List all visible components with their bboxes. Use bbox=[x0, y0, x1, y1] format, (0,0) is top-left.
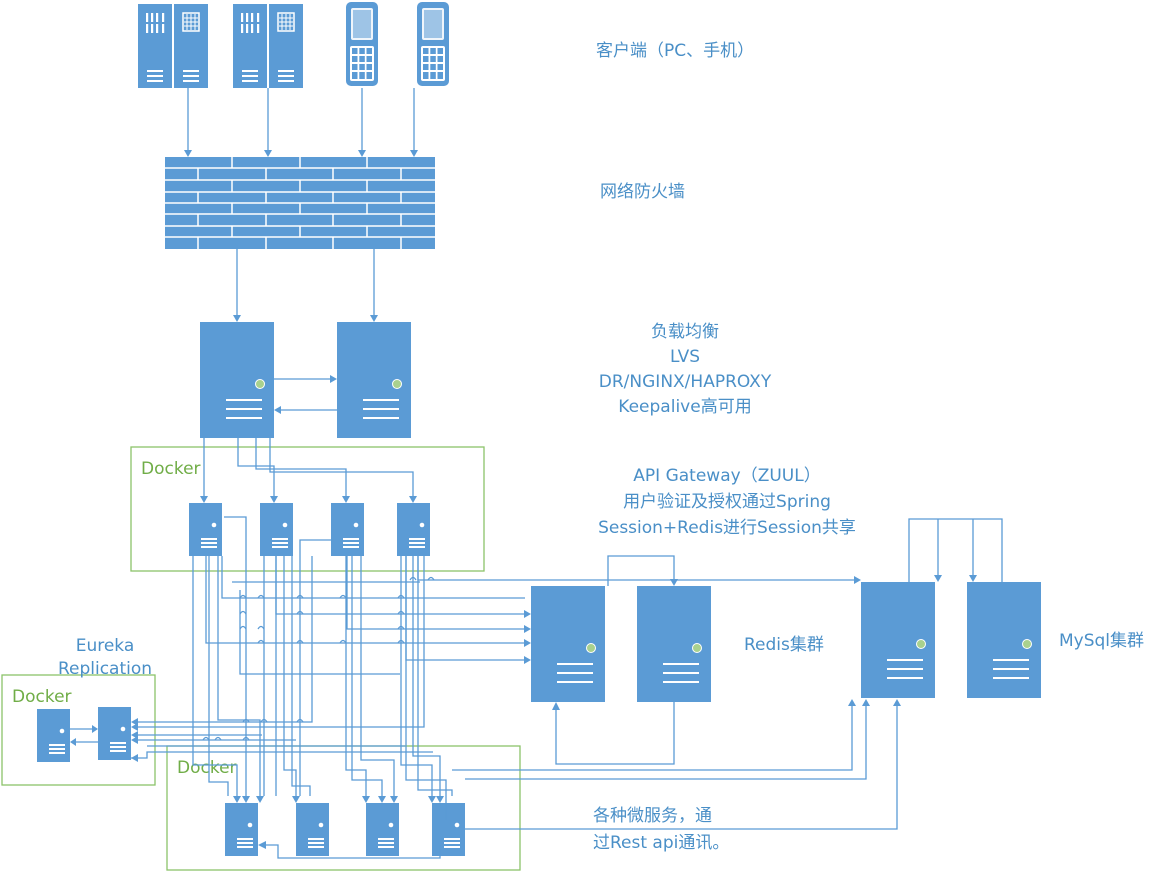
load-balancer-label: 负载均衡 LVS DR/NGINX/HAPROXY Keepalive高可用 bbox=[599, 322, 772, 417]
mysql-server-1 bbox=[860, 581, 936, 699]
lb-server-primary bbox=[199, 321, 275, 439]
gateway-to-services-mesh bbox=[131, 516, 901, 859]
lb-label-line3: DR/NGINX/HAPROXY bbox=[599, 372, 772, 392]
firewall-label: 网络防火墙 bbox=[600, 182, 685, 202]
client-arrows bbox=[184, 88, 418, 157]
lb-label-line4: Keepalive高可用 bbox=[618, 397, 751, 417]
firewall-arrows bbox=[233, 249, 378, 322]
eureka-label-line2: Replication bbox=[58, 659, 152, 679]
microservice-server-1 bbox=[224, 802, 259, 857]
lb-label-line1: 负载均衡 bbox=[651, 322, 719, 342]
microservice-server-4 bbox=[431, 802, 466, 857]
redis-server-2 bbox=[636, 585, 712, 703]
firewall-brick-icon bbox=[165, 157, 435, 249]
gateway-server-4 bbox=[396, 502, 431, 557]
redis-server-1 bbox=[530, 585, 606, 703]
docker-frame-eureka bbox=[1, 674, 156, 786]
line-crossing-hops bbox=[202, 576, 435, 741]
gw-label-line3: Session+Redis进行Session共享 bbox=[598, 518, 856, 538]
microservices-label: 各种微服务，通 过Rest api通讯。 bbox=[593, 806, 729, 853]
eureka-label-line1: Eureka bbox=[76, 636, 135, 656]
api-gateway-label: API Gateway（ZUUL） 用户验证及授权通过Spring Sessio… bbox=[598, 466, 856, 538]
ms-label-line1: 各种微服务，通 bbox=[593, 806, 712, 826]
docker-label-gateway: Docker bbox=[141, 459, 201, 479]
docker-label-eureka: Docker bbox=[12, 687, 72, 707]
lb-to-gateway-lines bbox=[200, 438, 417, 503]
mysql-sync-arrows bbox=[908, 518, 1003, 582]
docker-frame-gateway bbox=[130, 446, 485, 572]
lb-label-line2: LVS bbox=[670, 347, 700, 367]
mysql-server-2 bbox=[966, 581, 1042, 699]
client-phone-2 bbox=[417, 2, 449, 86]
client-pc-2 bbox=[232, 3, 304, 89]
gw-label-line2: 用户验证及授权通过Spring bbox=[623, 492, 831, 512]
redis-cluster-label: Redis集群 bbox=[744, 635, 824, 655]
clients-label: 客户端（PC、手机） bbox=[596, 41, 754, 61]
client-pc-1 bbox=[137, 3, 209, 89]
eureka-server-1 bbox=[36, 708, 71, 763]
docker-label-microservices: Docker bbox=[177, 758, 237, 778]
microservice-server-2 bbox=[295, 802, 330, 857]
gateway-server-1 bbox=[188, 502, 223, 557]
gw-label-line1: API Gateway（ZUUL） bbox=[633, 466, 820, 486]
eureka-server-2 bbox=[97, 706, 132, 761]
redis-sync-arrows bbox=[552, 555, 678, 765]
eureka-label: Eureka Replication bbox=[58, 636, 152, 679]
lb-sync-arrows bbox=[274, 375, 337, 414]
microservice-server-3 bbox=[365, 802, 400, 857]
lb-server-backup bbox=[336, 321, 412, 439]
gateway-server-3 bbox=[330, 502, 365, 557]
gateway-server-2 bbox=[259, 502, 294, 557]
client-phone-1 bbox=[346, 2, 378, 86]
ms-label-line2: 过Rest api通讯。 bbox=[593, 833, 729, 853]
mysql-cluster-label: MySql集群 bbox=[1059, 631, 1144, 651]
eureka-replication-arrows bbox=[70, 725, 98, 746]
